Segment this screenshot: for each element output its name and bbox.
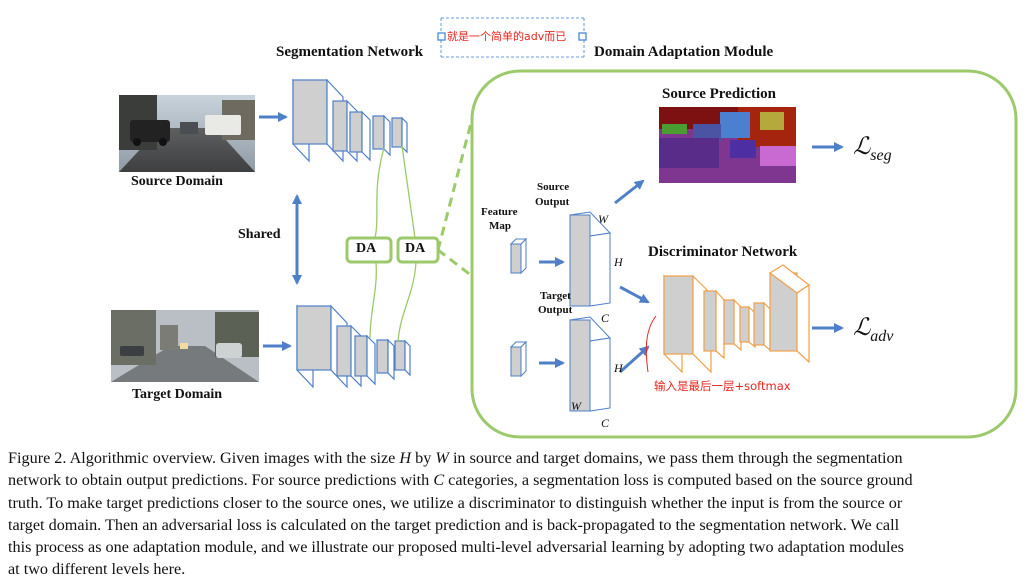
source-prediction-map: [659, 107, 796, 183]
discriminator-network: [663, 264, 811, 374]
source-output-label-line2: Output: [535, 196, 570, 208]
figure-caption: Figure 2. Algorithmic overview. Given im…: [8, 447, 1022, 581]
source-segmentation-network: [292, 78, 408, 163]
source-output-to-prediction-arrow: [614, 179, 645, 205]
caption-text: network to obtain output predictions. Fo…: [8, 471, 434, 490]
discriminator-input-annotation: 输入是最后一层+softmax: [654, 379, 791, 393]
target-domain-label: Target Domain: [132, 387, 223, 402]
annotation-pointer: [645, 315, 657, 373]
source-dim-w: W: [598, 212, 608, 226]
caption-math-h: H: [399, 449, 412, 467]
caption-math-c: C: [433, 471, 445, 490]
caption-line-6: at two different levels here.: [8, 560, 186, 579]
caption-line-1: Figure 2. Algorithmic overview. Given im…: [8, 447, 1022, 469]
target-output-label-line2: Output: [538, 304, 573, 316]
target-output-block: [568, 316, 612, 412]
target-segmentation-network: [296, 304, 411, 389]
da-box-1: [345, 236, 393, 264]
feature-map-source: [509, 237, 528, 275]
caption-math-w: W: [435, 449, 449, 467]
target-domain-image: [111, 310, 259, 382]
seg-loss-main: ℒ: [853, 134, 871, 160]
source-output-to-discriminator-arrow: [619, 285, 650, 304]
module-zoom-line-bottom: [437, 248, 473, 278]
source-dim-c: C: [601, 311, 610, 325]
target-output-label-line1: Target: [540, 290, 571, 302]
feature-map-target: [509, 340, 528, 378]
discriminator-network-label: Discriminator Network: [648, 244, 798, 260]
da-label-2: DA: [405, 241, 426, 256]
source-dim-h: H: [614, 255, 623, 269]
feature-map-label-line2: Map: [489, 220, 511, 232]
caption-text: by: [411, 449, 436, 467]
target-dim-c: C: [601, 416, 610, 430]
caption-line-4: target domain. Then an adversarial loss …: [8, 515, 900, 534]
caption-text: Figure 2. Algorithmic overview. Given im…: [8, 449, 400, 467]
source-output-block: [568, 211, 612, 307]
target-dim-h: H: [614, 361, 623, 375]
seg-loss-symbol: ℒseg: [853, 132, 892, 165]
caption-text: categories, a segmentation loss is compu…: [444, 471, 913, 490]
figure-diagram: Segmentation Network Domain Adaptation M…: [54, 17, 1018, 495]
adv-loss-main: ℒ: [853, 315, 871, 341]
source-domain-image: [119, 95, 255, 172]
top-annotation-bracket: [437, 17, 587, 58]
source-domain-label: Source Domain: [131, 174, 223, 189]
caption-line-5: this process as one adaptation module, a…: [8, 538, 904, 557]
seg-loss-subscript: seg: [870, 146, 892, 164]
target-dim-w: W: [571, 399, 581, 413]
adv-loss-symbol: ℒadv: [853, 313, 893, 346]
caption-line-3: truth. To make target predictions closer…: [8, 493, 903, 512]
feature-map-label-line1: Feature: [481, 206, 518, 218]
target-output-to-discriminator-arrow: [619, 345, 650, 374]
shared-label: Shared: [238, 227, 281, 242]
adv-loss-subscript: adv: [870, 327, 894, 345]
segmentation-network-label: Segmentation Network: [276, 44, 424, 60]
domain-adaptation-module-label: Domain Adaptation Module: [594, 44, 774, 60]
da-connectors: [369, 145, 417, 343]
caption-line-2: network to obtain output predictions. Fo…: [8, 469, 1022, 491]
da-label-1: DA: [356, 241, 377, 256]
source-prediction-label: Source Prediction: [662, 86, 777, 102]
top-annotation-text: 就是一个简单的adv而已: [447, 30, 567, 43]
domain-adaptation-module-box: [470, 69, 1018, 439]
source-output-label-line1: Source: [537, 181, 570, 193]
module-zoom-line-top: [436, 118, 474, 251]
caption-text: in source and target domains, we pass th…: [448, 449, 903, 467]
diagram-canvas: [54, 17, 1018, 495]
